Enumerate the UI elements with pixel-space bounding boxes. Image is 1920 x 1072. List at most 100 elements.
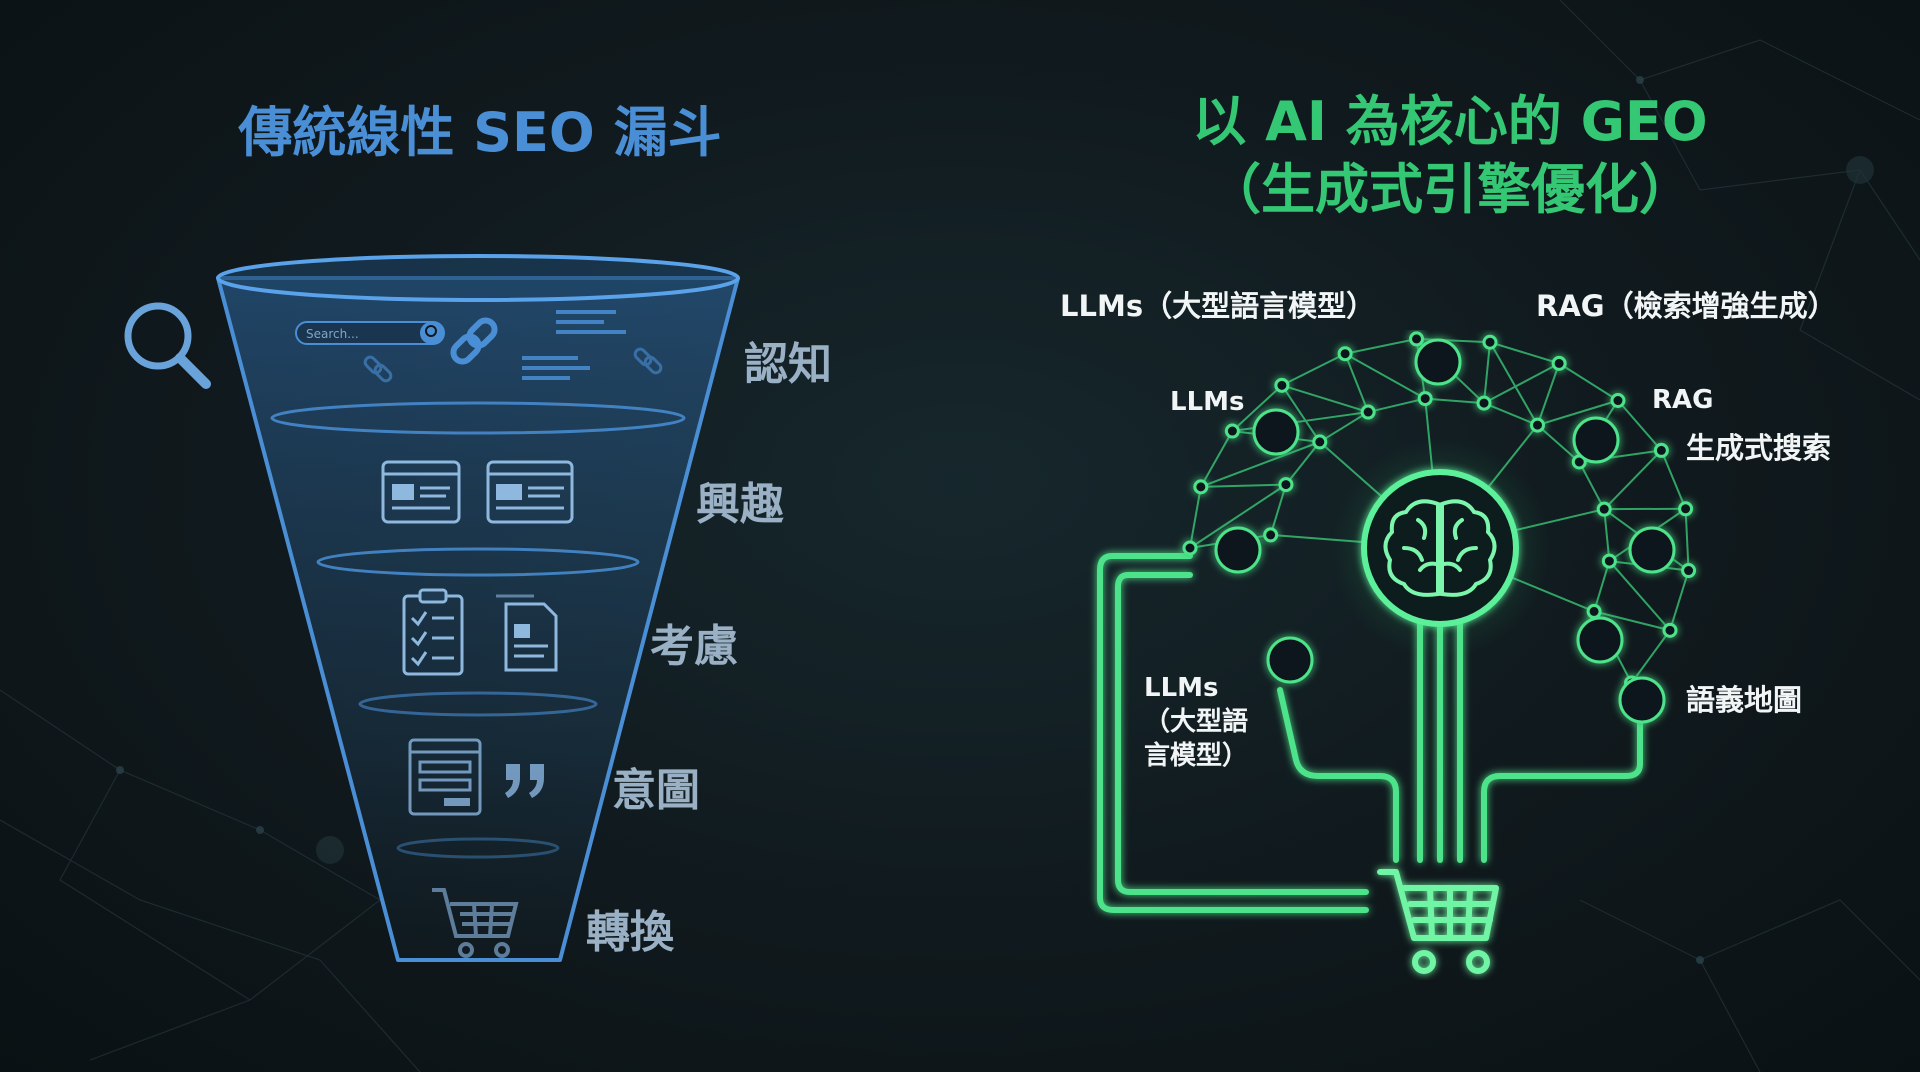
network-edge	[1489, 341, 1539, 426]
label-llms-lower-1: LLMs	[1144, 673, 1219, 703]
text-lines-icon	[522, 310, 626, 380]
stage-intent: 意圖	[612, 765, 700, 816]
network-edge	[1416, 337, 1491, 344]
network-hub-node	[1572, 416, 1620, 464]
funnel-divider-2	[316, 547, 640, 577]
network-edge	[1608, 560, 1671, 631]
network-node	[1278, 477, 1294, 493]
network-edge	[1281, 384, 1321, 443]
network-hub-node	[1414, 338, 1462, 386]
network-node	[1182, 540, 1198, 556]
network-node	[1360, 404, 1376, 420]
geo-brain-network	[1097, 331, 1697, 974]
network-node	[1482, 334, 1498, 350]
geo-title-line2: （生成式引擎優化）	[1207, 157, 1693, 221]
network-edge	[1269, 484, 1287, 536]
network-node	[1417, 391, 1433, 407]
checklist-icon	[402, 588, 464, 676]
network-edge	[1536, 424, 1580, 463]
network-node	[1662, 622, 1678, 638]
network-node	[1681, 563, 1697, 579]
network-edge	[1536, 363, 1561, 426]
network-edge	[1603, 449, 1663, 510]
network-edge	[1483, 362, 1560, 404]
network-node	[1337, 346, 1353, 362]
seo-funnel-title: 傳統線性 SEO 漏斗	[238, 101, 722, 164]
form-icon	[408, 738, 482, 816]
label-llms-lower: LLMs （大型語 言模型）	[1144, 672, 1248, 773]
label-llms: LLMs	[1170, 387, 1245, 417]
funnel-divider-1	[270, 401, 686, 435]
small-link-icon	[363, 347, 663, 383]
geo-title-line1: 以 AI 為核心的 GEO	[1192, 90, 1708, 153]
network-node	[1586, 603, 1602, 619]
output-shopping-cart-icon	[1377, 869, 1499, 974]
network-hub-node	[1266, 636, 1314, 684]
search-bar-icon: Search...	[295, 321, 445, 345]
network-node	[1312, 434, 1328, 450]
funnel-divider-4	[396, 837, 560, 859]
network-edge	[1344, 337, 1417, 355]
network-hub-node	[1628, 526, 1676, 574]
network-edge	[1617, 399, 1663, 452]
network-edge	[1189, 483, 1287, 549]
network-edge	[1593, 560, 1611, 612]
network-hub-node	[1214, 526, 1262, 574]
network-edge	[1200, 440, 1321, 488]
network-edge	[1483, 342, 1492, 404]
network-edge	[1285, 441, 1321, 486]
network-edge	[1281, 352, 1346, 387]
network-node	[1263, 527, 1279, 543]
network-hub-node	[1576, 616, 1624, 664]
label-rag-full: RAG（檢索增強生成）	[1536, 289, 1837, 323]
network-edge	[1199, 430, 1234, 488]
network-edge	[1684, 508, 1690, 571]
network-edge	[1489, 341, 1560, 365]
stage-conversion: 轉換	[586, 907, 674, 958]
network-hub-node	[1618, 676, 1666, 724]
network-node	[1274, 377, 1290, 393]
webpage-icon	[381, 460, 461, 524]
network-edge	[1558, 362, 1619, 402]
network-hub-node	[1252, 408, 1300, 456]
label-generative-search: 生成式搜索	[1686, 431, 1832, 465]
network-node	[1653, 442, 1669, 458]
network-edge	[1425, 397, 1485, 405]
link-icon	[450, 317, 498, 365]
network-node	[1224, 423, 1240, 439]
network-node	[1610, 393, 1626, 409]
network-edge	[1660, 450, 1687, 510]
funnel-rim	[216, 254, 740, 302]
network-edge	[1344, 352, 1426, 400]
stage-interest: 興趣	[696, 479, 784, 530]
brain-icon	[1361, 469, 1519, 627]
search-placeholder: Search...	[306, 327, 359, 341]
network-edge	[1537, 399, 1619, 427]
stage-consideration: 考慮	[650, 621, 738, 672]
network-edge	[1200, 483, 1286, 488]
network-edge	[1231, 384, 1283, 432]
label-rag: RAG	[1652, 385, 1714, 415]
label-semantic-map: 語義地圖	[1686, 683, 1803, 717]
network-edge	[1344, 353, 1370, 413]
network-edge	[1603, 509, 1611, 562]
feedback-loop	[1097, 553, 1369, 913]
quote-icon	[505, 764, 544, 798]
network-node	[1476, 395, 1492, 411]
webpage-icon	[486, 460, 574, 524]
network-edge	[1189, 486, 1202, 549]
network-node	[1551, 355, 1567, 371]
network-node	[1596, 501, 1612, 517]
network-node	[1193, 479, 1209, 495]
network-node	[1678, 501, 1694, 517]
funnel-divider-3	[358, 691, 598, 717]
magnifier-icon	[124, 302, 211, 389]
document-icon	[496, 594, 558, 672]
network-node	[1601, 553, 1617, 569]
network-node	[1530, 417, 1546, 433]
network-edge	[1483, 402, 1538, 427]
network-edge	[1593, 610, 1671, 632]
stage-awareness: 認知	[744, 339, 832, 390]
geo-title: 以 AI 為核心的 GEO （生成式引擎優化）	[1150, 88, 1750, 223]
